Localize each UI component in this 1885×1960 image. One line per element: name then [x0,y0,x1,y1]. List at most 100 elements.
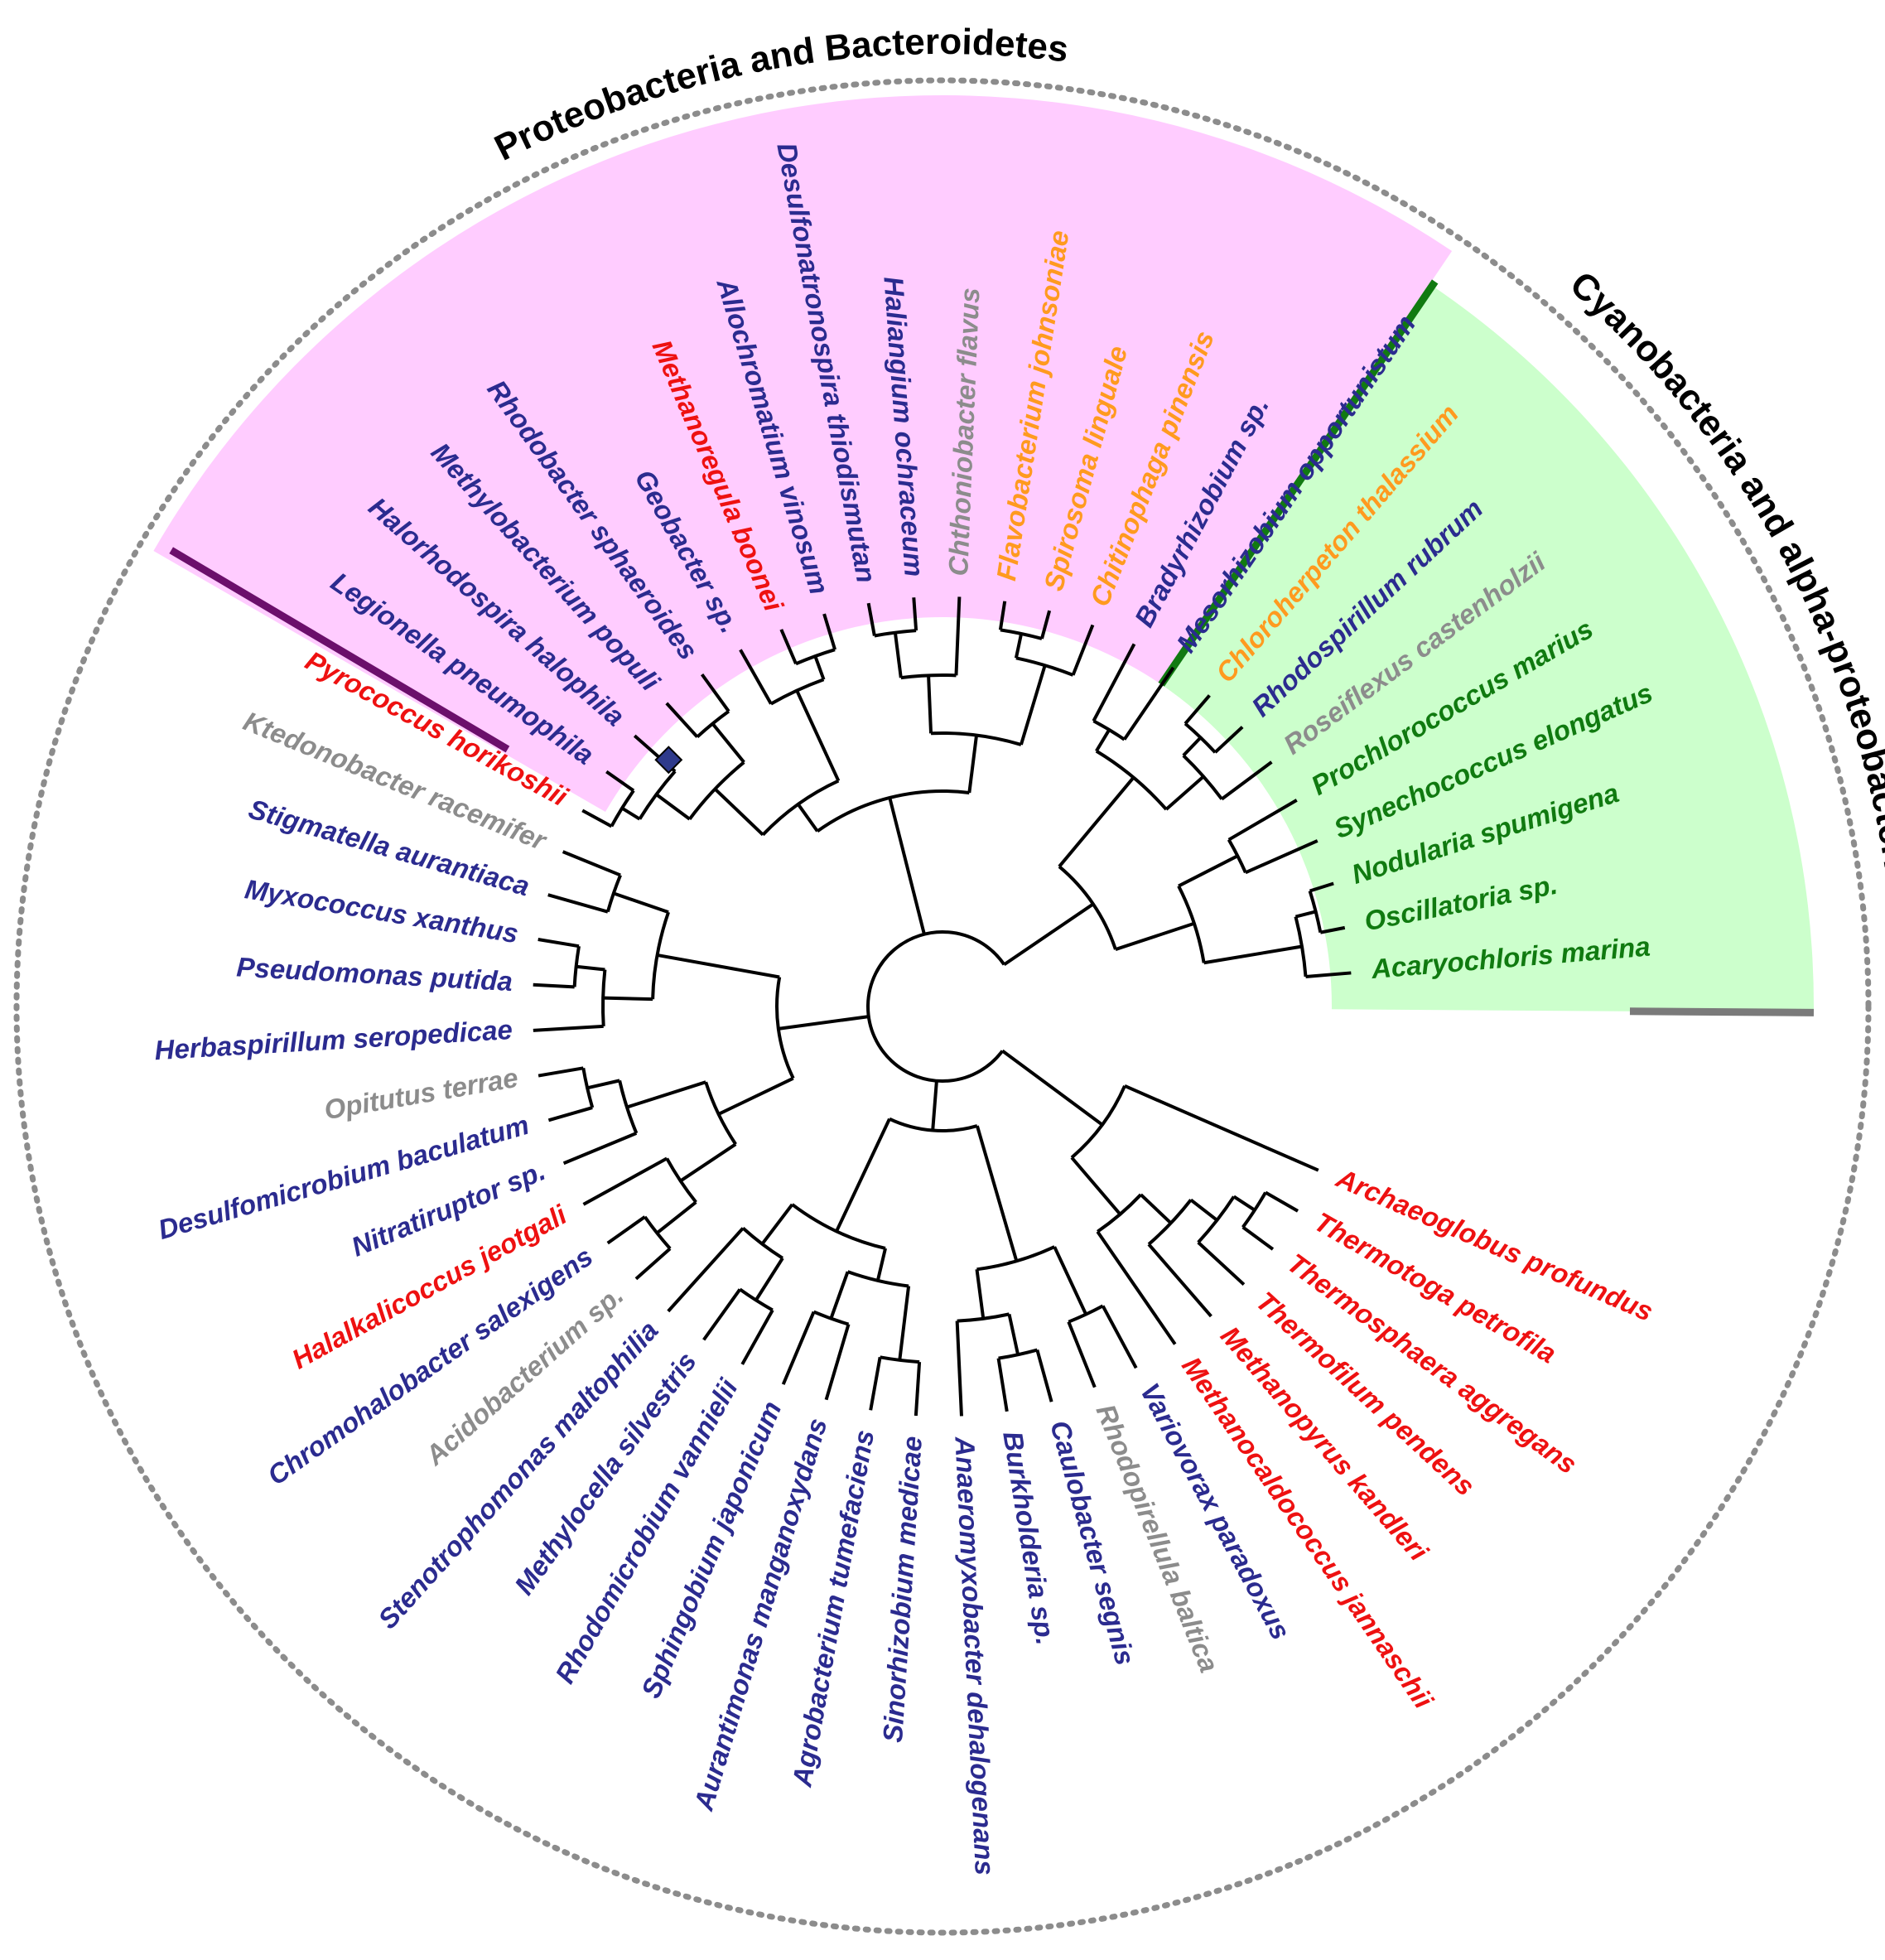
tree-branch [739,649,773,705]
tree-branch [957,1312,1010,1323]
tree-branch [1140,1193,1173,1224]
tree-branch [866,930,1006,1083]
tree-branch [1213,726,1244,754]
tree-branch [998,601,1007,630]
tree-branch [1040,610,1052,640]
proteobacteria-region [153,95,1453,813]
tree-branch [888,797,926,935]
tree-branch [1245,839,1319,875]
tree-branch [875,1248,887,1282]
tree-branch [533,1024,604,1032]
tree-branch [874,629,917,638]
tree-branch [1189,1198,1218,1222]
tree-branch [606,1215,646,1245]
tree-branch [912,597,918,631]
tree-branch [1053,1246,1088,1316]
tree-branch [1095,728,1111,752]
tree-branch [586,1079,620,1090]
taxon-label: Anaeromyxobacter dehalogenans [949,1435,1000,1876]
tree-branch [562,1132,638,1166]
tree-branch [1014,633,1024,659]
tree-branch [779,629,798,665]
tree-branch [1308,890,1323,934]
tree-branch [582,1156,668,1206]
tree-branch [1096,1230,1177,1345]
outer-dotted-ring [13,77,1872,1936]
tree-branch [717,1076,794,1116]
tree-branch [547,1106,593,1122]
tree-branch [613,891,669,915]
tree-branch [655,793,691,821]
tree-branch [967,735,979,794]
tree-branch [1265,1190,1299,1213]
tree-branch [829,1271,850,1320]
tree-branch [1227,799,1298,842]
tree-branch [1071,624,1095,676]
tree-branch [1241,1191,1267,1229]
clade-highlight-regions [153,95,1814,1013]
tree-branch [1115,921,1195,951]
tree-branch [1309,881,1334,893]
tree-branch [538,1066,584,1078]
tree-branch [914,1361,922,1417]
tree-branch [562,850,621,877]
clade-boundary-bars [169,279,1815,1016]
taxon-label: Pseudomonas putida [236,951,513,997]
tree-branch [1294,910,1317,919]
tree-branch [760,1203,794,1245]
tree-branch [1184,694,1211,725]
tree-branch [1067,1320,1097,1388]
tree-branch [824,1324,851,1401]
tree-branch [547,893,609,914]
tree-branch [1124,1084,1319,1172]
tree-branch [1319,925,1346,934]
taxon-label: Desulfomicrobium baculatum [155,1109,533,1245]
tree-branch [795,689,841,782]
tree-branch [1092,643,1136,722]
tree-branch [1122,666,1175,741]
tree-branch [1178,854,1239,888]
tree-branch [1241,1225,1275,1251]
tree-branch [576,964,605,972]
tree-branch [1070,1156,1122,1216]
tree-branch [741,1227,784,1260]
tree-branch [634,1247,672,1281]
tree-branch [835,1118,891,1233]
tree-branch [656,1200,697,1235]
tree-branch [1182,736,1203,757]
tree-branch [679,1142,737,1183]
tree-branch [797,803,819,833]
tree-branch [1197,1241,1246,1287]
tree-branch [1147,1243,1212,1318]
tree-branch [1220,760,1273,801]
tree-branch [1003,902,1095,967]
tree-branch [927,675,933,734]
tree-branch [711,722,745,764]
tree-branch [931,1080,938,1131]
tree-branch [822,613,837,650]
cyanobacteria-region [1159,283,1814,1013]
tree-branch [740,1309,774,1365]
tree-branch [702,1288,742,1341]
tree-branch [1203,944,1303,965]
taxon-label: Sinorhizobium medicae [877,1436,928,1744]
tree-branch [1007,1313,1020,1355]
tree-branch [975,1125,1019,1262]
cyanobacteria-boundary-bar [1158,279,1439,687]
tree-branch [898,1286,911,1361]
tree-branch [869,1356,882,1411]
tree-branch [581,1067,595,1108]
tree-branch [1184,722,1217,754]
tree-branch [778,1015,870,1031]
tree-branch [538,938,580,949]
tree-branch [667,1227,745,1313]
taxon-label: Burkholderia sp. [997,1429,1061,1647]
tree-branch [533,982,575,989]
tree-branch [700,673,730,712]
tree-branch [880,1355,920,1364]
tree-branch [893,632,903,678]
tree-branch [665,702,699,738]
node-marker-diamond [654,746,683,775]
tree-branch [954,596,962,676]
